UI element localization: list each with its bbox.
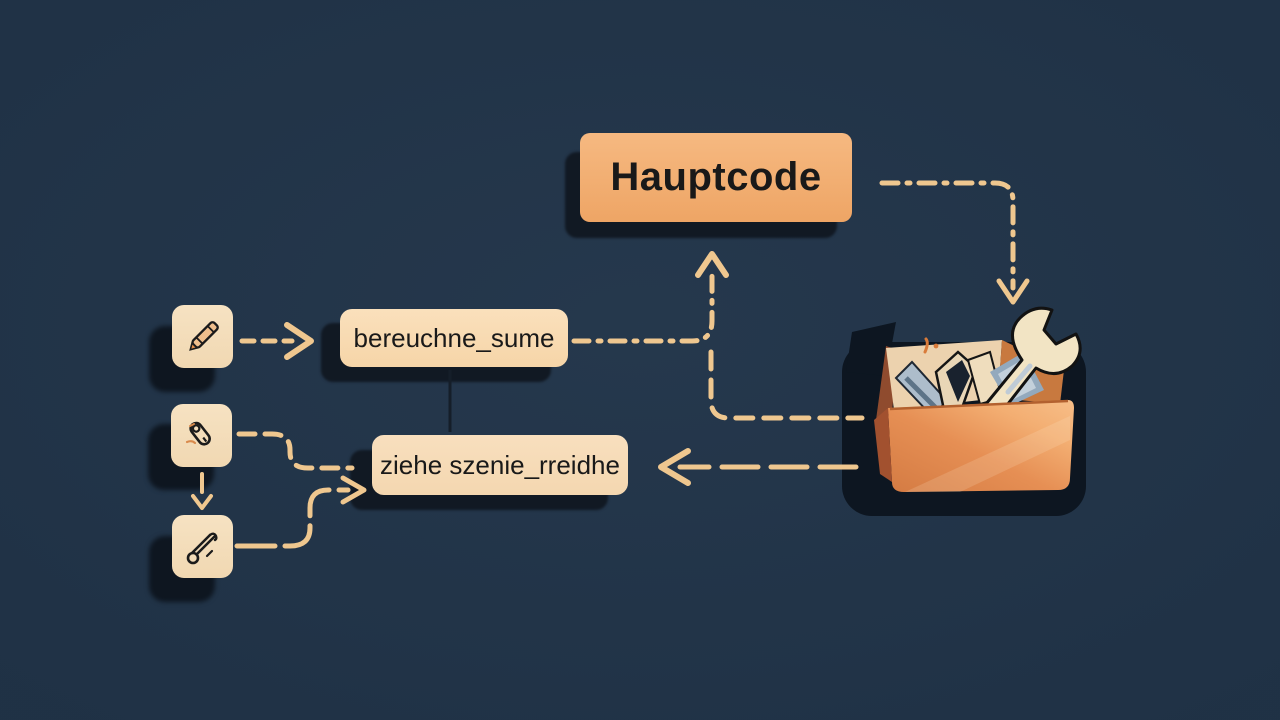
arrows-group <box>191 180 1030 549</box>
pencil-icon <box>172 305 233 368</box>
arrowhead-right-icon <box>284 322 314 360</box>
arrowhead-up-icon <box>695 251 729 278</box>
node-ziehe: ziehe szenie_rreidhe <box>372 435 628 495</box>
arrow-berechne-to-hauptcode <box>571 265 715 344</box>
spark-mark <box>923 337 929 354</box>
node-ziehe-label: ziehe szenie_rreidhe <box>380 449 620 480</box>
arrowhead-down-icon <box>996 278 1030 305</box>
safety-pin-glyph <box>186 532 218 564</box>
line-icon2-to-ziehe <box>236 431 355 471</box>
arrowhead-small-down-icon <box>191 494 213 510</box>
pencil-glyph <box>188 320 219 351</box>
pin-tool-glyph <box>185 421 211 446</box>
spark-dot <box>933 343 939 349</box>
toolbox-front <box>888 400 1074 492</box>
safety-pin-icon <box>172 515 233 578</box>
arrow-icon3-to-ziehe <box>234 487 351 549</box>
wrench-shine <box>1005 363 1033 395</box>
tool-clamp-dark <box>946 360 970 402</box>
pin-tool-icon <box>171 404 232 467</box>
node-berechne: bereuchne_sume <box>340 309 568 367</box>
toolbox-highlight <box>905 416 1070 492</box>
toolbox-side <box>874 408 892 482</box>
line-junction-to-toolbox <box>708 349 865 421</box>
toolbox-rim <box>889 399 1069 411</box>
node-hauptcode: Hauptcode <box>580 133 852 222</box>
arrow-hauptcode-to-toolbox <box>879 180 1016 291</box>
toolbox-lid-shadow <box>846 322 896 376</box>
toolbox-illustration <box>842 306 1086 516</box>
arrowhead-left-icon <box>658 448 691 486</box>
arrowhead-right2-icon <box>340 475 367 505</box>
node-berechne-label: bereuchne_sume <box>353 322 555 353</box>
node-hauptcode-label: Hauptcode <box>610 155 822 199</box>
tool-blue-bar-stripe <box>904 376 938 410</box>
